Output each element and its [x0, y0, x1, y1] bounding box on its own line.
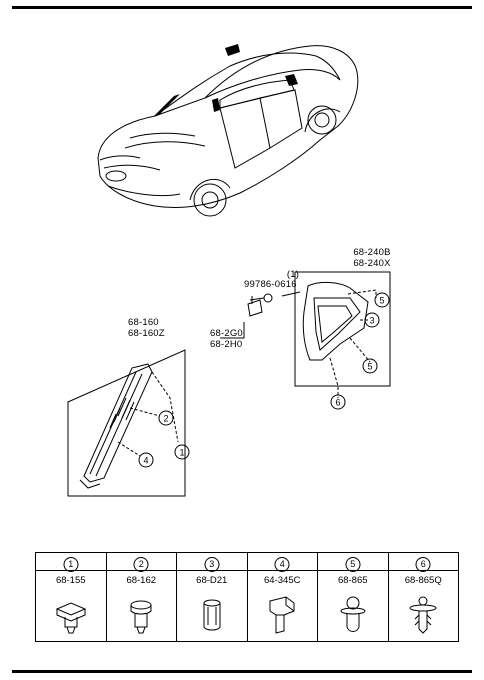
legend-cell-4: 4 64-345C	[248, 553, 318, 641]
legend-code-5: 68-865	[337, 575, 368, 586]
bottom-rule	[12, 670, 472, 673]
callout-front-4: 4	[143, 456, 148, 466]
callout-rear-5a: 5	[379, 296, 384, 306]
legend-num-6: 6	[415, 557, 431, 572]
legend-cell-3: 3 68-D21	[177, 553, 248, 641]
rear-pillar-trim-drawing: 5 3 5 6	[220, 271, 391, 410]
clip-bracket-icon	[269, 596, 295, 634]
legend-num-3: 3	[204, 557, 220, 572]
clip-rivet-icon	[340, 596, 366, 632]
label-rear-pillar-2: 68-240X	[353, 258, 391, 269]
legend-cell-5: 5 68-865	[318, 553, 389, 641]
clip-sleeve-icon	[203, 599, 221, 631]
label-rear-pillar-1: 68-240B	[353, 247, 391, 258]
callout-rear-3: 3	[369, 316, 374, 326]
legend-code-6: 68-865Q	[404, 575, 442, 586]
top-rule	[12, 6, 472, 9]
clip-square-icon	[55, 602, 87, 634]
fastener-legend-table: 1 68-155 2 68-162	[35, 552, 459, 642]
clip-fir-tree-icon	[409, 596, 437, 634]
legend-num-4: 4	[274, 557, 290, 572]
car-illustration	[97, 44, 359, 217]
label-bracket-2: 68-2H0	[210, 339, 243, 350]
front-pillar-trim-drawing: 2 4 1	[67, 349, 190, 497]
legend-header-divider	[35, 570, 459, 571]
label-bracket-1: 68-2G0	[210, 328, 243, 339]
legend-cell-6: 6 68-865Q	[389, 553, 459, 641]
legend-code-3: 68-D21	[196, 575, 228, 586]
legend-num-1: 1	[63, 557, 79, 572]
legend-code-2: 68-162	[126, 575, 157, 586]
callout-rear-5b: 5	[367, 362, 372, 372]
callout-front-1: 1	[179, 448, 184, 458]
clip-push-icon	[130, 600, 152, 634]
legend-code-4: 64-345C	[264, 575, 301, 586]
legend-cell-1: 1 68-155	[36, 553, 107, 641]
legend-cell-2: 2 68-162	[107, 553, 177, 641]
label-front-pillar-1: 68-160	[128, 317, 159, 328]
legend-code-1: 68-155	[55, 575, 86, 586]
callout-rear-6: 6	[335, 398, 340, 408]
legend-num-2: 2	[133, 557, 149, 572]
label-screw: 99786-0616	[244, 279, 297, 290]
legend-num-5: 5	[345, 557, 361, 572]
label-front-pillar-2: 68-160Z	[128, 328, 165, 339]
label-screw-qty: (1)	[286, 269, 300, 280]
callout-front-2: 2	[163, 414, 168, 424]
